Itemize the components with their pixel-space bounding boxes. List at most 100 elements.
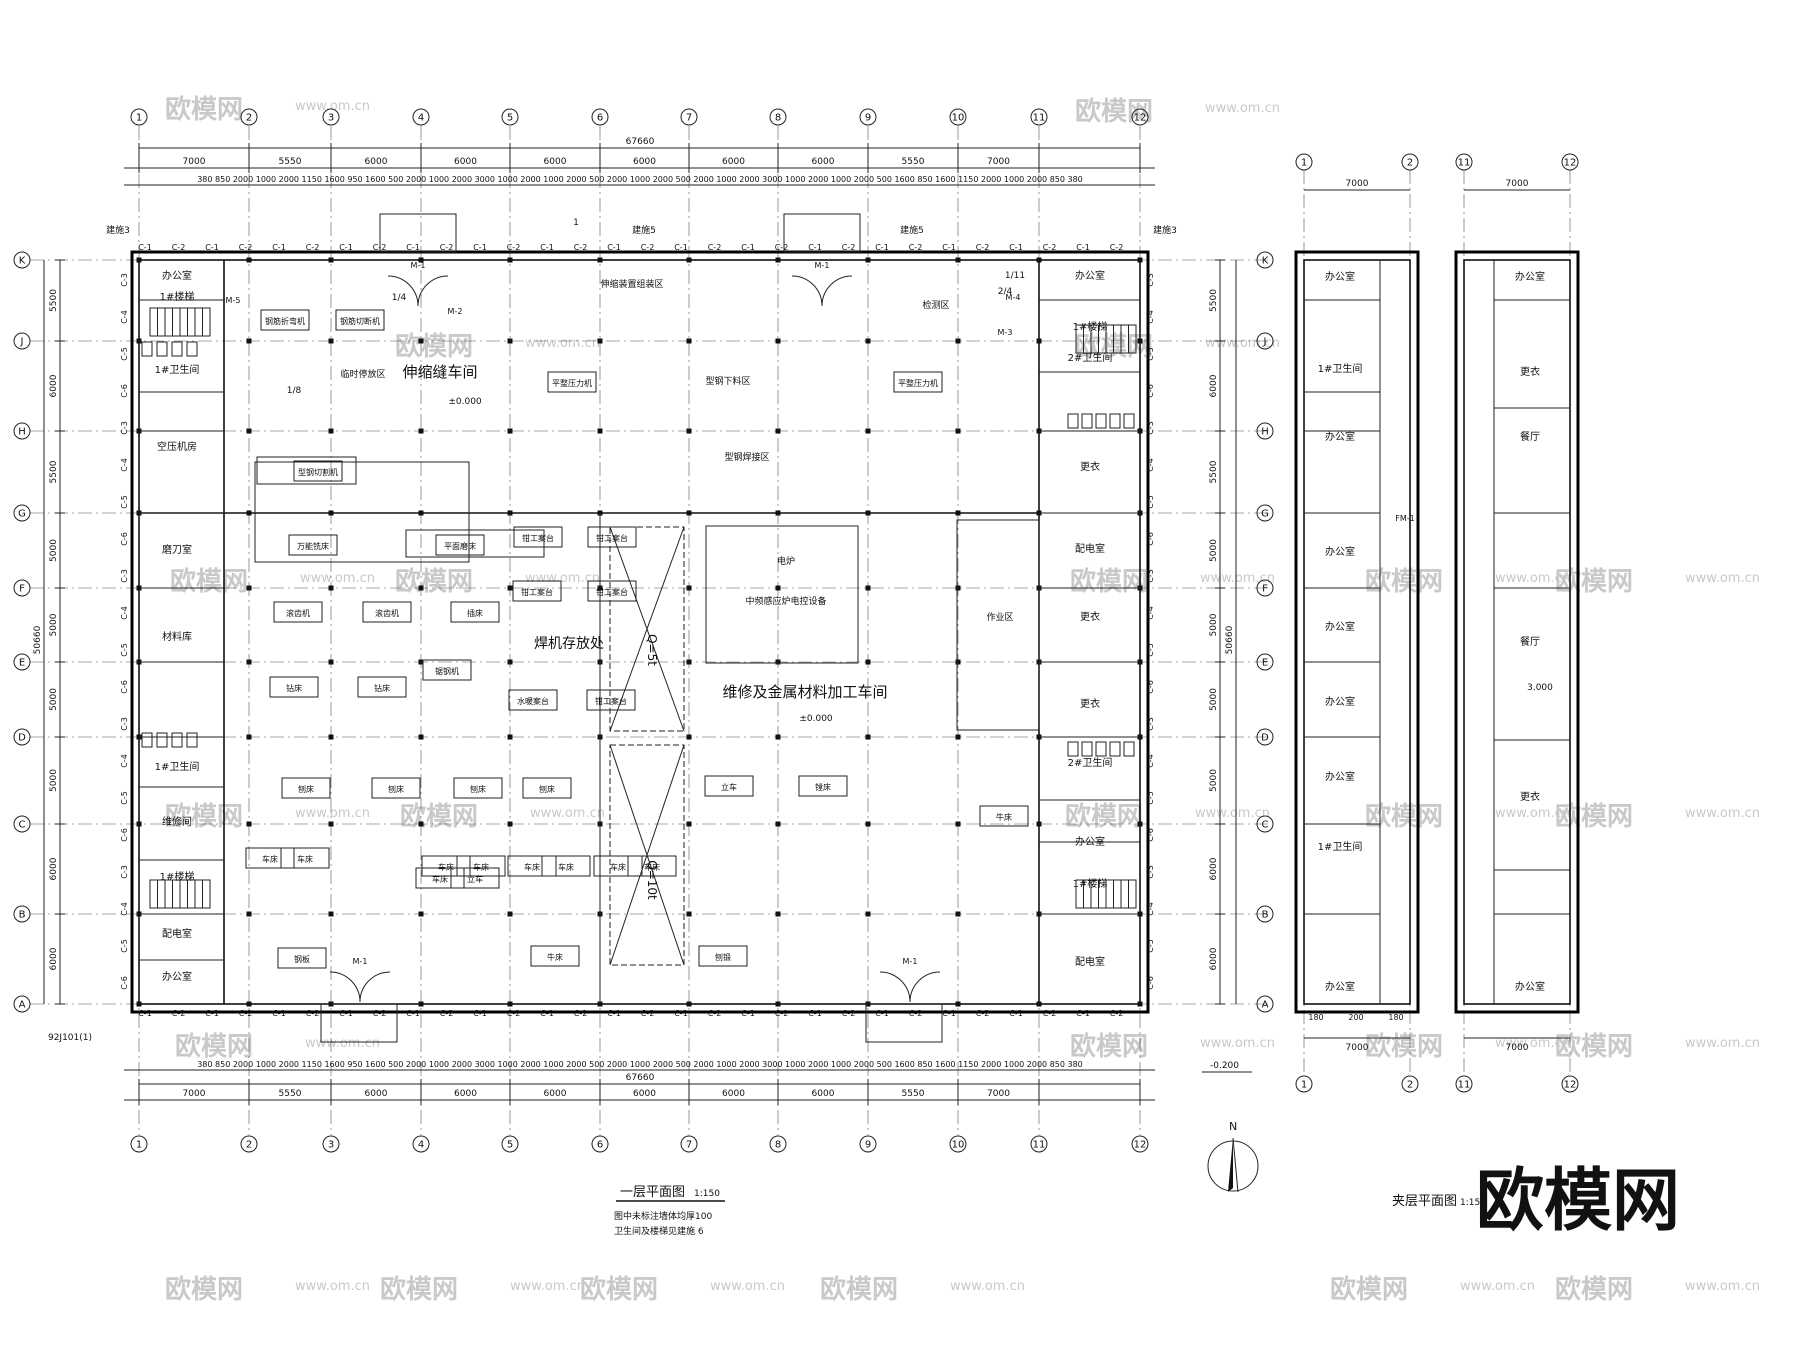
mezz-a-room-0: 办公室 xyxy=(1325,270,1355,283)
column xyxy=(418,911,424,917)
axis-bubble-top-2-circle xyxy=(240,108,258,126)
axis-bubble-bottom-7-circle xyxy=(680,1135,698,1153)
watermark-url: www.om.cn xyxy=(1495,806,1570,821)
wc-fixture xyxy=(1067,741,1079,757)
column xyxy=(246,257,252,263)
column xyxy=(865,821,871,827)
axis-bubble-top-3-circle xyxy=(322,108,340,126)
column xyxy=(686,1001,692,1007)
dim-bay-bottom: 5550 xyxy=(902,1089,925,1099)
column xyxy=(136,821,142,827)
window-code-top: C-2 xyxy=(641,243,655,252)
column xyxy=(686,428,692,434)
wc-fixture xyxy=(1067,413,1079,429)
column xyxy=(246,585,252,591)
crane-label-5t: Q=5t xyxy=(645,634,659,666)
machine-label-13: 钳工案台 xyxy=(596,587,628,597)
window-code-right: C-3 xyxy=(1146,569,1155,583)
watermark-text: 欧模网 xyxy=(175,1031,253,1062)
window-code-right: C-5 xyxy=(1146,643,1155,657)
machine-outline xyxy=(280,847,330,869)
watermark-text: 欧模网 xyxy=(820,1274,898,1305)
machine-outline xyxy=(453,777,503,799)
window-code-top: C-2 xyxy=(1043,243,1057,252)
column xyxy=(418,338,424,344)
wc-fixture xyxy=(1095,741,1107,757)
watermark-text: 欧模网 xyxy=(165,94,243,125)
window-code-right: C-6 xyxy=(1146,828,1155,842)
machine-label-0: 钢筋折弯机 xyxy=(265,316,305,326)
equipment-frame xyxy=(254,461,470,563)
door-code: M-1 xyxy=(815,261,830,270)
dim-bay-top: 6000 xyxy=(633,157,656,167)
column xyxy=(507,338,513,344)
column xyxy=(507,257,513,263)
axis-bubble-bottom-5-label: 5 xyxy=(507,1140,513,1151)
dim-bay-bottom: 6000 xyxy=(722,1089,745,1099)
dim-bay-depth-left: 6000 xyxy=(49,947,59,970)
column xyxy=(686,821,692,827)
door-code: M-4 xyxy=(1006,293,1021,302)
room-right-1: 1#楼梯 xyxy=(1073,320,1108,333)
door-swing xyxy=(387,275,449,307)
entry-ramp xyxy=(865,1003,943,1043)
wc-fixture xyxy=(171,732,183,748)
mezz-a-room-6: 办公室 xyxy=(1325,770,1355,783)
dim-bay-top: 7000 xyxy=(183,157,206,167)
watermark-url: www.om.cn xyxy=(1685,806,1760,821)
axis-bubble-left-F-circle xyxy=(13,579,31,597)
dim-bay-depth-left: 5500 xyxy=(49,460,59,483)
window-code-bottom: C-1 xyxy=(1009,1009,1023,1018)
window-code-top: C-1 xyxy=(473,243,487,252)
wc-fixture xyxy=(156,341,168,357)
zone-label-7: 中频感应炉电控设备 xyxy=(745,595,826,607)
axis-bubble-right-G-circle xyxy=(1256,504,1274,522)
axis-bubble-bottom-6-circle xyxy=(591,1135,609,1153)
window-code-left: C-6 xyxy=(120,828,129,842)
mezz-a-bubble-top-1-circle xyxy=(1295,153,1313,171)
mezz-b-room-4: 更衣 xyxy=(1520,790,1540,803)
ref-label-6: 1/4 xyxy=(392,293,407,303)
window-code-bottom: C-1 xyxy=(540,1009,554,1018)
window-code-top: C-1 xyxy=(406,243,420,252)
window-code-top: C-2 xyxy=(373,243,387,252)
axis-bubble-bottom-5-circle xyxy=(501,1135,519,1153)
dim-bay-top: 5550 xyxy=(279,157,302,167)
window-code-right: C-6 xyxy=(1146,976,1155,990)
wc-fixture xyxy=(141,732,153,748)
outside-elevation: -0.200 xyxy=(1210,1061,1239,1071)
column xyxy=(955,338,961,344)
column xyxy=(246,734,252,740)
window-code-bottom: C-1 xyxy=(272,1009,286,1018)
axis-bubble-bottom-8-label: 8 xyxy=(775,1140,781,1151)
machine-outline xyxy=(541,855,591,877)
dim-bay-depth-left: 6000 xyxy=(49,857,59,880)
column xyxy=(246,338,252,344)
ref-label-0: 92J101(1) xyxy=(48,1033,92,1043)
axis-bubble-left-J-label: J xyxy=(20,337,24,348)
window-code-top: C-1 xyxy=(339,243,353,252)
window-code-top: C-1 xyxy=(875,243,889,252)
window-code-top: C-1 xyxy=(741,243,755,252)
room-left-10: 办公室 xyxy=(162,970,192,983)
window-code-bottom: C-1 xyxy=(674,1009,688,1018)
column xyxy=(775,821,781,827)
zone-label-0: 临时停放区 xyxy=(340,368,385,380)
axis-bubble-top-5-label: 5 xyxy=(507,113,513,124)
room-left-4: 磨刀室 xyxy=(162,543,192,556)
mezz-a-bubble-bottom-1-circle xyxy=(1295,1075,1313,1093)
window-code-bottom: C-1 xyxy=(205,1009,219,1018)
door-code: M-3 xyxy=(998,328,1013,337)
mezz-a-room-8: 办公室 xyxy=(1325,980,1355,993)
column xyxy=(328,659,334,665)
room-left-1: 1#楼梯 xyxy=(160,290,195,303)
mezz-scale: 1:150 xyxy=(1460,1198,1486,1208)
window-code-bottom: C-1 xyxy=(875,1009,889,1018)
machine-outline xyxy=(627,855,677,877)
watermark-url: www.om.cn xyxy=(530,806,605,821)
axis-bubble-left-G-circle xyxy=(13,504,31,522)
axis-bubble-right-A-label: A xyxy=(1262,1000,1269,1011)
window-code-right: C-4 xyxy=(1146,310,1155,324)
column xyxy=(328,428,334,434)
